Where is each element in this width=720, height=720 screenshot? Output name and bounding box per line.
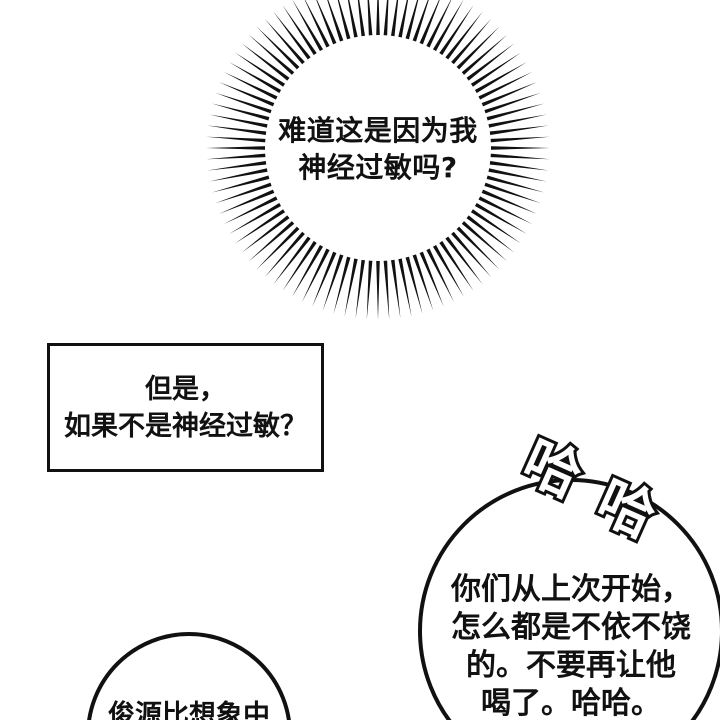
partial-speech-bubble-text: 俊源比想象中 bbox=[108, 700, 270, 720]
burst-bubble-text: 难道这是因为我 神经过敏吗? bbox=[278, 114, 478, 184]
burst-rays-icon bbox=[206, 0, 550, 320]
caption-box: 但是， 如果不是神经过敏？ bbox=[47, 343, 324, 472]
round-speech-bubble-text: 你们从上次开始， 怎么都是不依不饶 的。不要再让他 喝了。哈哈。 bbox=[451, 572, 691, 720]
caption-box-text: 但是， 如果不是神经过敏？ bbox=[64, 373, 307, 442]
burst-speech-bubble: 难道这是因为我 神经过敏吗? bbox=[196, 0, 560, 330]
